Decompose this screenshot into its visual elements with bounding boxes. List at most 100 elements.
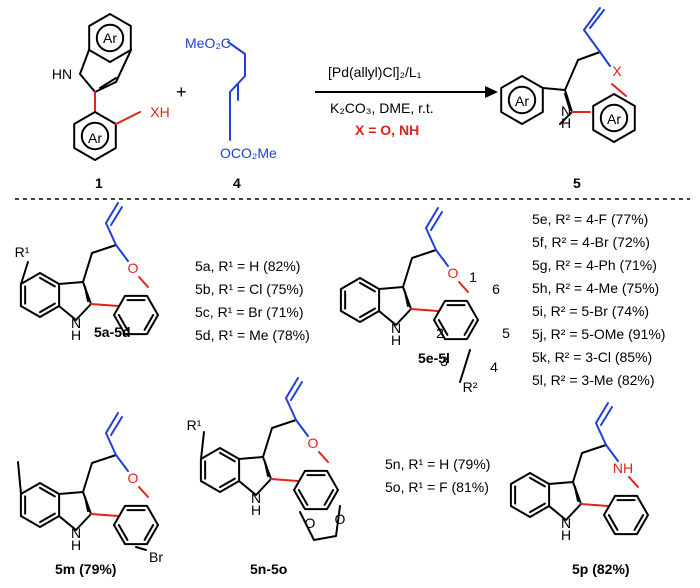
entry-5b: 5b, R¹ = Cl (75%)	[195, 281, 304, 297]
structure-5n-5o-vinyl-double	[290, 381, 303, 401]
structure-5p-heteroatom: NH	[613, 460, 633, 476]
structure-5a-5d-heteroatom: O	[128, 260, 139, 276]
compound-5-label: 5	[573, 175, 581, 191]
compound-1-xh: XH	[150, 104, 169, 120]
compound-1-label: 1	[95, 175, 103, 191]
compound-5p-label: 5p (82%)	[572, 561, 630, 577]
structure-5a-5d-ring-left	[82, 244, 117, 283]
structure-5e-5l-indole-benzo	[339, 277, 381, 323]
entry-5d: 5d, R¹ = Me (78%)	[195, 327, 310, 343]
structure-5n-5o-nh-h: H	[251, 502, 261, 518]
structure-5p-vinyl	[595, 402, 609, 446]
structure-5n-5o-ring-blue	[295, 419, 309, 437]
entry-5j: 5j, R² = 5-OMe (91%)	[532, 326, 666, 342]
structure-5a-5d-vinyl	[105, 202, 119, 246]
structure-5n-5o-r1-bond	[200, 431, 205, 460]
structure-5n-5o-aryl	[293, 469, 339, 511]
structure-5m-biaryl-bond	[90, 513, 119, 517]
inner-double-bond	[529, 476, 546, 488]
structure-5e-5l-biaryl-bond	[410, 308, 439, 312]
structure-5n-5o-o1: O	[305, 515, 316, 531]
structure-5e-5l-heteroatom: O	[448, 265, 459, 281]
compound-1-indole-benzo-circle	[95, 23, 125, 53]
product-5-ring-left	[564, 51, 601, 91]
structure-5m-het-aryl-bond	[138, 486, 149, 498]
structure-5a-5d-nh-h: H	[71, 327, 81, 343]
structure-5e-5l-nh-h: H	[391, 332, 401, 348]
ester-label-top: MeO₂C	[185, 35, 231, 51]
structure-5e-5l-het-aryl-bond	[458, 281, 469, 293]
structure-5m-methyl	[17, 461, 22, 495]
structure-5n-5o-o2: O	[335, 511, 346, 527]
structure-5m-vinyl	[105, 412, 119, 456]
conditions-base: K₂CO₃, DME, r.t.	[330, 100, 434, 116]
structure-5a-5d-n-atom: N	[71, 315, 81, 331]
product-5-aryl-ar-label: Ar	[607, 111, 621, 127]
entry-5o: 5o, R¹ = F (81%)	[385, 479, 489, 495]
inner-double-bond	[463, 319, 475, 336]
structure-5e-5l-vinyl-double	[430, 211, 443, 231]
entry-5h: 5h, R² = 4-Me (75%)	[532, 280, 660, 296]
inner-double-bond	[529, 502, 546, 514]
structure-5m-nh-h: H	[71, 537, 81, 553]
structure-5a-5d-aryl	[113, 294, 159, 336]
inner-double-bond	[143, 314, 155, 331]
structure-5e-5l-r2-bond	[459, 349, 471, 383]
compound-1-aryl-circle	[80, 121, 110, 151]
structure-5n-5o-vinyl	[285, 377, 299, 421]
position-6: 6	[492, 281, 500, 297]
ester-label-bottom: OCO₂Me	[220, 145, 277, 161]
structure-5a-5d-ring-blue	[115, 244, 129, 262]
inner-double-bond	[359, 307, 376, 319]
group-5e-5l-label: 5e-5l	[418, 350, 450, 366]
structure-5m-br-bond	[135, 546, 147, 551]
structure-5n-5o-indole-benzo	[199, 447, 241, 493]
compound-1-ar-label: Ar	[103, 30, 117, 46]
reaction-arrow	[315, 86, 498, 98]
bond-lines	[17, 7, 649, 551]
entry-5g: 5g, R² = 4-Ph (71%)	[532, 257, 657, 273]
structure-5p-biaryl-bond	[580, 503, 609, 507]
inner-double-bond	[219, 451, 236, 463]
structure-5a-5d-r1-bond	[20, 261, 29, 285]
product-5-n: N	[561, 103, 571, 119]
structure-5p-ring-left	[572, 444, 607, 483]
structure-5e-5l-r2: R²	[463, 379, 478, 395]
structure-5p-vinyl-double	[600, 406, 613, 426]
structure-5e-5l-pyrrole-double	[404, 291, 409, 307]
product-5-aryl	[592, 93, 636, 143]
conditions-x: X = O, NH	[355, 122, 420, 138]
structure-5p-het-aryl-bond	[628, 476, 639, 488]
structure-5p-indole-benzo	[509, 472, 551, 518]
inner-double-bond	[297, 489, 309, 506]
inner-double-bond	[117, 314, 129, 331]
structure-5a-5d-het-aryl-bond	[138, 276, 149, 288]
entry-5a: 5a, R¹ = H (82%)	[195, 258, 301, 274]
structure-5p-aryl	[603, 494, 649, 536]
position-1: 1	[469, 269, 477, 285]
product-5-indole-benzo-circle	[507, 85, 537, 115]
structure-5e-5l-n-atom: N	[391, 320, 401, 336]
structure-5m-n-atom: N	[71, 525, 81, 541]
entry-5e: 5e, R² = 4-F (77%)	[532, 211, 649, 227]
position-5: 5	[502, 325, 510, 341]
product-5-x: X	[612, 63, 622, 79]
compound-4-label: 4	[233, 175, 241, 191]
compound-1-indole-benzo	[88, 13, 132, 63]
structure-5a-5d-vinyl-double	[110, 206, 123, 226]
structure-5a-5d-pyrrole-double	[84, 286, 89, 302]
product-5-x-aryl-bond	[611, 83, 627, 97]
group-5n-5o-label: 5n-5o	[250, 561, 288, 577]
structure-5p-ring-blue	[605, 444, 619, 462]
entry-5i: 5i, R² = 5-Br (74%)	[532, 303, 650, 319]
structure-5m-ring-blue	[115, 454, 129, 472]
structure-5p-nh-h: H	[561, 527, 571, 543]
position-4: 4	[490, 359, 498, 375]
structure-5n-5o-dioxole	[299, 505, 341, 541]
structure-5p-pyrrole-double	[574, 486, 579, 502]
inner-double-bond	[437, 319, 449, 336]
inner-double-bond	[359, 281, 376, 293]
position-3: 3	[440, 353, 448, 369]
inner-double-bond	[39, 486, 56, 498]
